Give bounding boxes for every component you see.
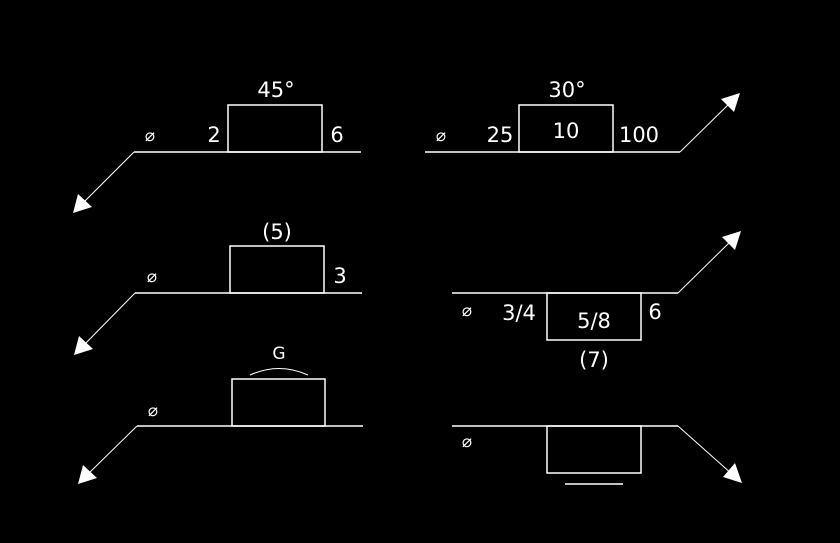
weld-box (227, 104, 323, 153)
weld-symbol-5: ⌀ G (78, 344, 363, 484)
left-dimension: 25 (487, 123, 514, 147)
effective-throat: (5) (262, 220, 292, 244)
groove-angle: 45° (257, 78, 294, 102)
weld-symbol-2: ⌀ 25 10 100 30° (425, 78, 740, 153)
weld-box (546, 292, 642, 341)
convex-contour-icon (249, 368, 309, 376)
all-around-symbol: ⌀ (462, 301, 472, 321)
arrowhead-icon (721, 93, 740, 112)
right-dimension: 3 (333, 264, 346, 288)
left-dimension: 3/4 (502, 301, 536, 325)
right-dimension: 6 (648, 300, 661, 324)
leader-line (677, 425, 734, 476)
center-dimension: 5/8 (577, 309, 611, 333)
all-around-symbol: ⌀ (147, 267, 157, 287)
leader-line (82, 292, 136, 347)
leader-line (86, 425, 138, 476)
left-dimension: 2 (207, 123, 220, 147)
leader-line (677, 239, 733, 294)
arrowhead-icon (723, 463, 742, 483)
weld-symbol-6: ⌀ (452, 425, 742, 485)
all-around-symbol: ⌀ (462, 432, 472, 452)
weld-symbol-4: ⌀ 3/4 5/8 6 (7) (452, 231, 741, 372)
groove-angle: 30° (548, 78, 585, 102)
arrowhead-icon (73, 194, 92, 213)
arrowhead-icon (74, 336, 93, 355)
right-dimension: 100 (619, 123, 659, 147)
all-around-symbol: ⌀ (436, 126, 446, 146)
weld-box (546, 425, 642, 474)
arrowhead-icon (722, 231, 741, 250)
right-dimension: 6 (330, 123, 343, 147)
all-around-symbol: ⌀ (145, 126, 155, 146)
weld-box (518, 104, 614, 153)
effective-throat: (7) (579, 348, 609, 372)
leader-line (679, 101, 732, 153)
all-around-symbol: ⌀ (148, 401, 158, 421)
weld-box (231, 378, 326, 427)
finish-symbol: G (272, 344, 285, 364)
center-dimension: 10 (553, 119, 580, 143)
arrowhead-icon (78, 465, 97, 484)
weld-symbol-1: ⌀ 2 6 45° (73, 78, 361, 213)
weld-box (229, 245, 325, 294)
leader-line (81, 151, 135, 205)
weld-symbol-3: ⌀ 3 (5) (74, 220, 362, 355)
